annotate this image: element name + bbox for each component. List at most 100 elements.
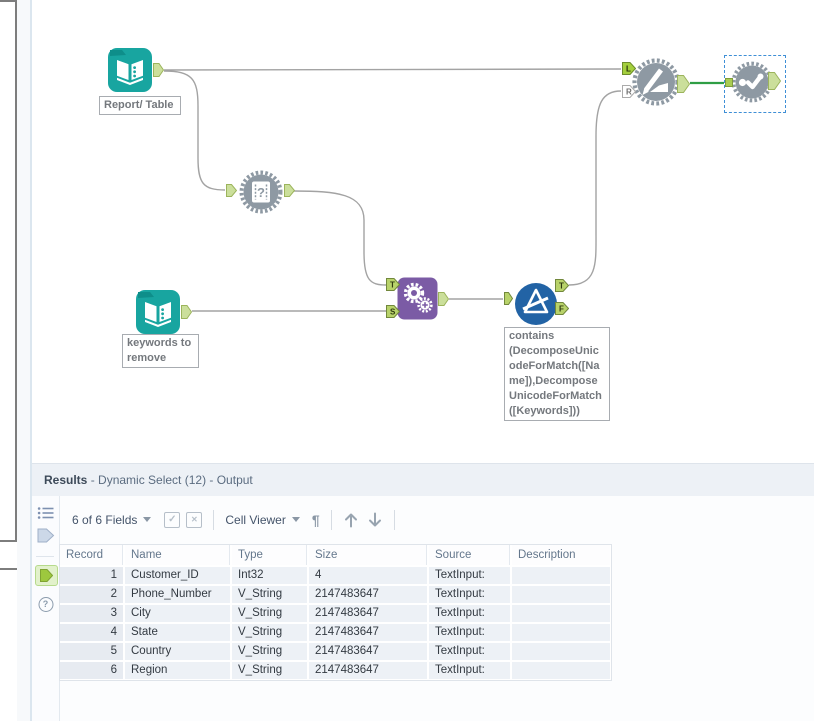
output-anchor[interactable]	[284, 184, 295, 197]
table-cell[interactable]	[512, 662, 610, 679]
column-header-source[interactable]: Source	[429, 545, 510, 565]
input-anchor-left[interactable]: L	[622, 62, 636, 75]
record-number-cell[interactable]: 4	[60, 624, 123, 641]
rail-divider	[36, 556, 54, 557]
table-cell[interactable]: TextInput:	[429, 624, 510, 641]
svg-text:?: ?	[257, 185, 265, 200]
toolbar-divider	[393, 509, 395, 530]
table-cell[interactable]: Customer_ID	[125, 567, 230, 584]
table-cell[interactable]: V_String	[232, 624, 307, 641]
record-number-cell[interactable]: 3	[60, 605, 123, 622]
table-cell[interactable]: 2147483647	[309, 662, 427, 679]
output-anchor[interactable]	[181, 305, 192, 319]
table-cell[interactable]: V_String	[232, 643, 307, 660]
table-cell[interactable]	[512, 567, 610, 584]
chevron-down-icon[interactable]	[291, 517, 300, 522]
table-cell[interactable]	[512, 643, 610, 660]
svg-text:R: R	[626, 88, 632, 97]
metadata-list-icon[interactable]	[37, 506, 54, 520]
tool-append-fields[interactable]	[397, 277, 438, 320]
table-cell[interactable]: Country	[125, 643, 230, 660]
svg-text:L: L	[626, 65, 631, 74]
table-cell[interactable]	[512, 586, 610, 603]
tool-text-input-keywords[interactable]	[135, 289, 181, 335]
output-anchor[interactable]	[677, 75, 690, 93]
table-cell[interactable]: 4	[309, 567, 427, 584]
table-cell[interactable]	[512, 605, 610, 622]
tool-macro-pencil[interactable]	[630, 56, 682, 108]
arrow-down-icon[interactable]	[367, 511, 383, 529]
table-cell[interactable]: 2147483647	[309, 643, 427, 660]
input-anchor-tab-icon[interactable]	[37, 528, 54, 543]
tool-annotation[interactable]: keywords to remove	[122, 334, 199, 368]
record-number-cell[interactable]: 2	[60, 586, 123, 603]
table-cell[interactable]: 2147483647	[309, 624, 427, 641]
table-cell[interactable]: V_String	[232, 662, 307, 679]
svg-text:T: T	[559, 282, 564, 291]
column-header-description[interactable]: Description	[512, 545, 610, 565]
record-number-cell[interactable]: 1	[60, 567, 123, 584]
tool-filter[interactable]	[511, 279, 561, 329]
input-anchor-target[interactable]: T	[386, 278, 400, 291]
filter-expression-annotation[interactable]: contains (DecomposeUnicodeForMatch([Name…	[504, 327, 610, 421]
table-cell[interactable]: TextInput:	[429, 567, 510, 584]
table-cell[interactable]: TextInput:	[429, 643, 510, 660]
tool-dynamic-select[interactable]: ?	[237, 168, 285, 216]
tool-annotation[interactable]: Report/ Table	[99, 96, 181, 115]
text-input-icon	[108, 48, 152, 92]
table-cell[interactable]: TextInput:	[429, 586, 510, 603]
pilcrow-icon[interactable]: ¶	[311, 511, 320, 528]
table-cell[interactable]: V_String	[232, 605, 307, 622]
output-anchor-true[interactable]: T	[555, 279, 569, 292]
table-cell[interactable]: V_String	[232, 586, 307, 603]
workflow-canvas[interactable]: Report/ Table ? keywords to	[32, 0, 814, 463]
input-anchor[interactable]	[725, 78, 733, 87]
tool-text-input-report[interactable]	[107, 47, 153, 93]
cell-viewer-button[interactable]: Cell Viewer	[225, 512, 286, 527]
fields-count-label[interactable]: 6 of 6 Fields	[72, 512, 138, 527]
table-cell[interactable]: Region	[125, 662, 230, 679]
table-cell[interactable]: 2147483647	[309, 586, 427, 603]
table-cell[interactable]	[512, 624, 610, 641]
input-anchor[interactable]	[226, 184, 237, 197]
record-number-cell[interactable]: 5	[60, 643, 123, 660]
svg-text:T: T	[390, 281, 395, 290]
column-header-type[interactable]: Type	[232, 545, 307, 565]
checkbox-cross-icon[interactable]: ✕	[186, 511, 203, 528]
output-anchor-false[interactable]: F	[555, 302, 569, 315]
table-cell[interactable]: TextInput:	[429, 605, 510, 622]
table-cell[interactable]: Int32	[232, 567, 307, 584]
chevron-down-icon[interactable]	[143, 517, 152, 522]
panel-splitter[interactable]	[17, 0, 32, 721]
input-anchor[interactable]	[504, 292, 513, 305]
svg-text:S: S	[390, 308, 396, 317]
input-anchor-right[interactable]: R	[622, 85, 636, 98]
output-anchor[interactable]	[153, 63, 164, 77]
output-anchor[interactable]	[768, 72, 781, 90]
column-header-name[interactable]: Name	[125, 545, 230, 565]
toolbar-divider	[213, 509, 215, 530]
output-anchor-tab-selected[interactable]	[35, 565, 58, 586]
input-anchor-source[interactable]: S	[386, 305, 400, 318]
arrow-up-icon[interactable]	[343, 511, 359, 529]
table-cell[interactable]: City	[125, 605, 230, 622]
append-fields-icon	[397, 277, 438, 320]
output-anchor[interactable]	[438, 292, 449, 306]
column-header-size[interactable]: Size	[309, 545, 427, 565]
table-cell[interactable]: TextInput:	[429, 662, 510, 679]
text-input-icon	[136, 290, 180, 334]
record-number-cell[interactable]: 6	[60, 662, 123, 679]
help-icon[interactable]: ?	[38, 597, 53, 612]
checkbox-check-icon[interactable]: ✓	[164, 511, 181, 528]
table-cell[interactable]: State	[125, 624, 230, 641]
column-header-record[interactable]: Record	[60, 545, 123, 565]
table-cell[interactable]: Phone_Number	[125, 586, 230, 603]
table-cell[interactable]: 2147483647	[309, 605, 427, 622]
docked-panel-edge-line	[0, 568, 19, 570]
